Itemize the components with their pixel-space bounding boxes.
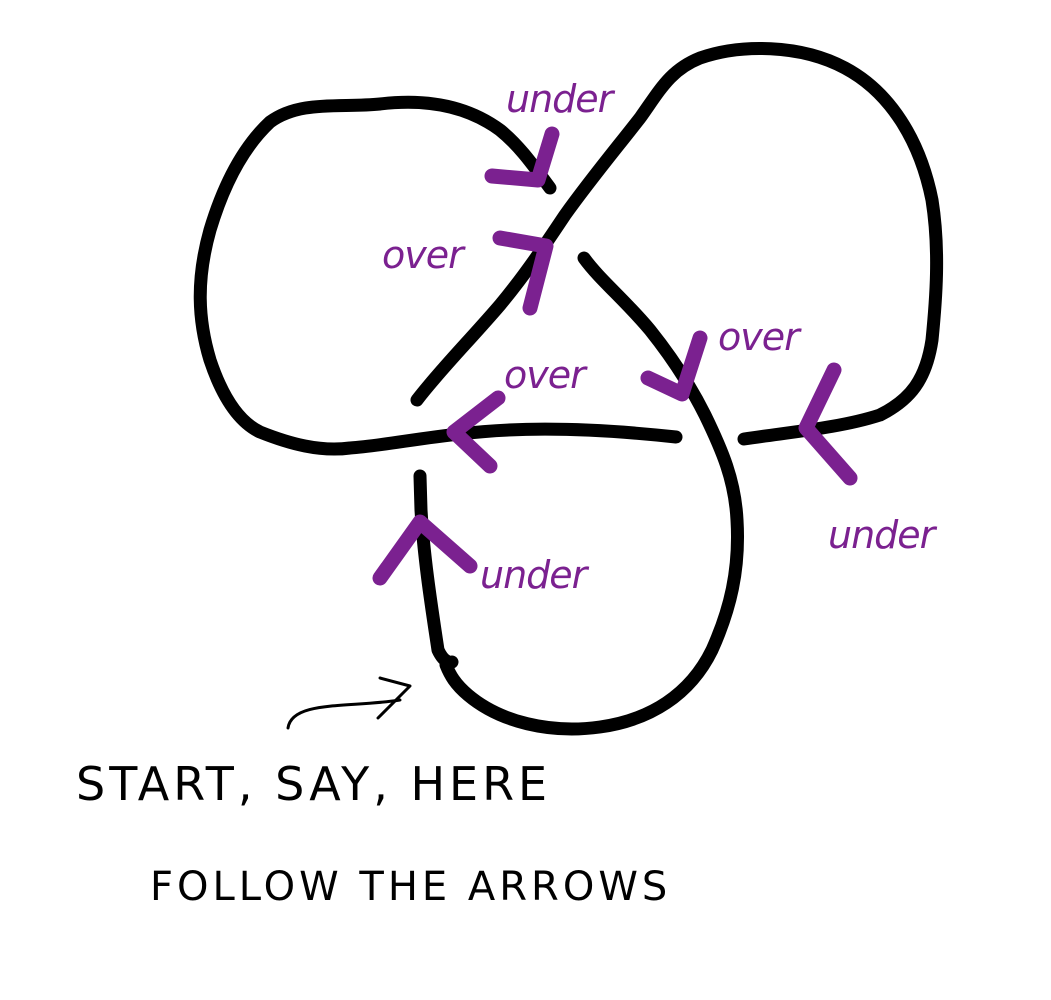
direction-arrow-icon bbox=[372, 514, 478, 586]
knot-strands bbox=[193, 42, 944, 736]
direction-arrows bbox=[372, 126, 858, 586]
label-middle-over: over bbox=[504, 353, 588, 397]
direction-arrow-icon bbox=[492, 230, 554, 316]
crossing-labels: under over over over under under bbox=[382, 77, 939, 597]
label-right-over: over bbox=[718, 315, 802, 359]
strand-middle-diagonal bbox=[439, 251, 744, 736]
label-right-under: under bbox=[828, 513, 938, 557]
instruction-note: FOLLOW THE ARROWS bbox=[150, 864, 671, 910]
start-pointer-arrow-icon bbox=[286, 676, 412, 730]
start-note: START, SAY, HERE bbox=[76, 757, 551, 811]
label-top-over: over bbox=[382, 233, 466, 277]
label-top-under: under bbox=[506, 77, 616, 121]
strand-bottom-left bbox=[413, 469, 459, 669]
direction-arrow-icon bbox=[640, 330, 708, 402]
direction-arrow-icon bbox=[798, 362, 858, 486]
direction-arrow-icon bbox=[484, 126, 560, 188]
strand-left-lobe bbox=[193, 95, 683, 456]
label-bottom-under: under bbox=[480, 553, 590, 597]
direction-arrow-icon bbox=[446, 390, 506, 474]
strand-right-lobe-upper bbox=[410, 42, 944, 446]
